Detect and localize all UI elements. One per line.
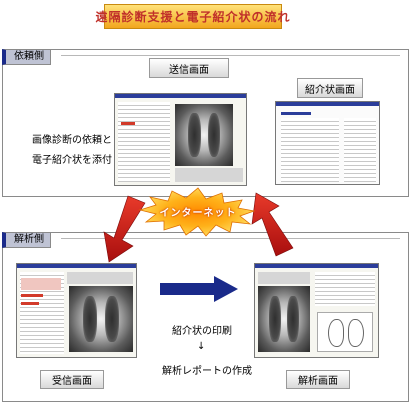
internet-label: インターネット — [159, 208, 237, 219]
intro-screen-label: 紹介状画面 — [297, 78, 363, 98]
chest-xray-image — [175, 104, 233, 166]
red-arrow-down-left — [103, 195, 146, 263]
letter-body — [281, 118, 339, 182]
diagram-title: 遠隔診断支援と電子紹介状の流れ — [96, 4, 290, 29]
form-fields — [118, 102, 170, 182]
right-lung-outline — [348, 319, 364, 347]
receive-screen-thumbnail — [16, 263, 137, 358]
window-titlebar — [255, 264, 378, 268]
highlight-field — [21, 294, 43, 297]
window-titlebar — [276, 102, 379, 106]
internet-burst — [138, 187, 256, 237]
receive-screen-label: 受信画面 — [40, 370, 104, 389]
send-screen-label: 送信画面 — [149, 58, 229, 78]
lung-schema-diagram — [317, 312, 373, 352]
step-down-arrow: ↓ — [197, 341, 206, 352]
section-divider — [61, 238, 400, 239]
step-print-letter: 紹介状の印刷 — [172, 326, 232, 337]
left-lung-outline — [328, 319, 344, 347]
analyst-section-label: 解析側 — [2, 232, 51, 248]
blue-arrow-right — [160, 276, 238, 302]
send-screen-thumbnail — [114, 93, 247, 186]
request-description-line1: 画像診断の依頼と — [32, 135, 112, 146]
requester-section-label: 依頼側 — [2, 49, 51, 65]
red-arrow-up-right — [251, 192, 294, 257]
letter-fields — [344, 118, 376, 182]
highlight-field — [21, 278, 61, 290]
image-toolbar — [175, 168, 243, 182]
analysis-screen-label: 解析画面 — [286, 370, 350, 389]
chest-xray-image — [258, 286, 310, 352]
highlight-field — [121, 122, 135, 125]
request-description-line2: 電子紹介状を添付 — [32, 155, 112, 166]
letter-heading — [281, 112, 311, 115]
intro-letter-thumbnail — [275, 101, 380, 185]
step-create-report: 解析レポートの作成 — [162, 366, 252, 377]
chest-xray-image — [69, 286, 133, 352]
window-titlebar — [115, 94, 246, 98]
analysis-screen-thumbnail — [254, 263, 379, 358]
thumbnail-strip — [67, 272, 133, 284]
report-text — [315, 272, 375, 306]
highlight-field — [21, 302, 39, 305]
thumbnail-strip — [258, 272, 310, 284]
window-titlebar — [17, 264, 136, 268]
section-divider — [61, 55, 400, 56]
